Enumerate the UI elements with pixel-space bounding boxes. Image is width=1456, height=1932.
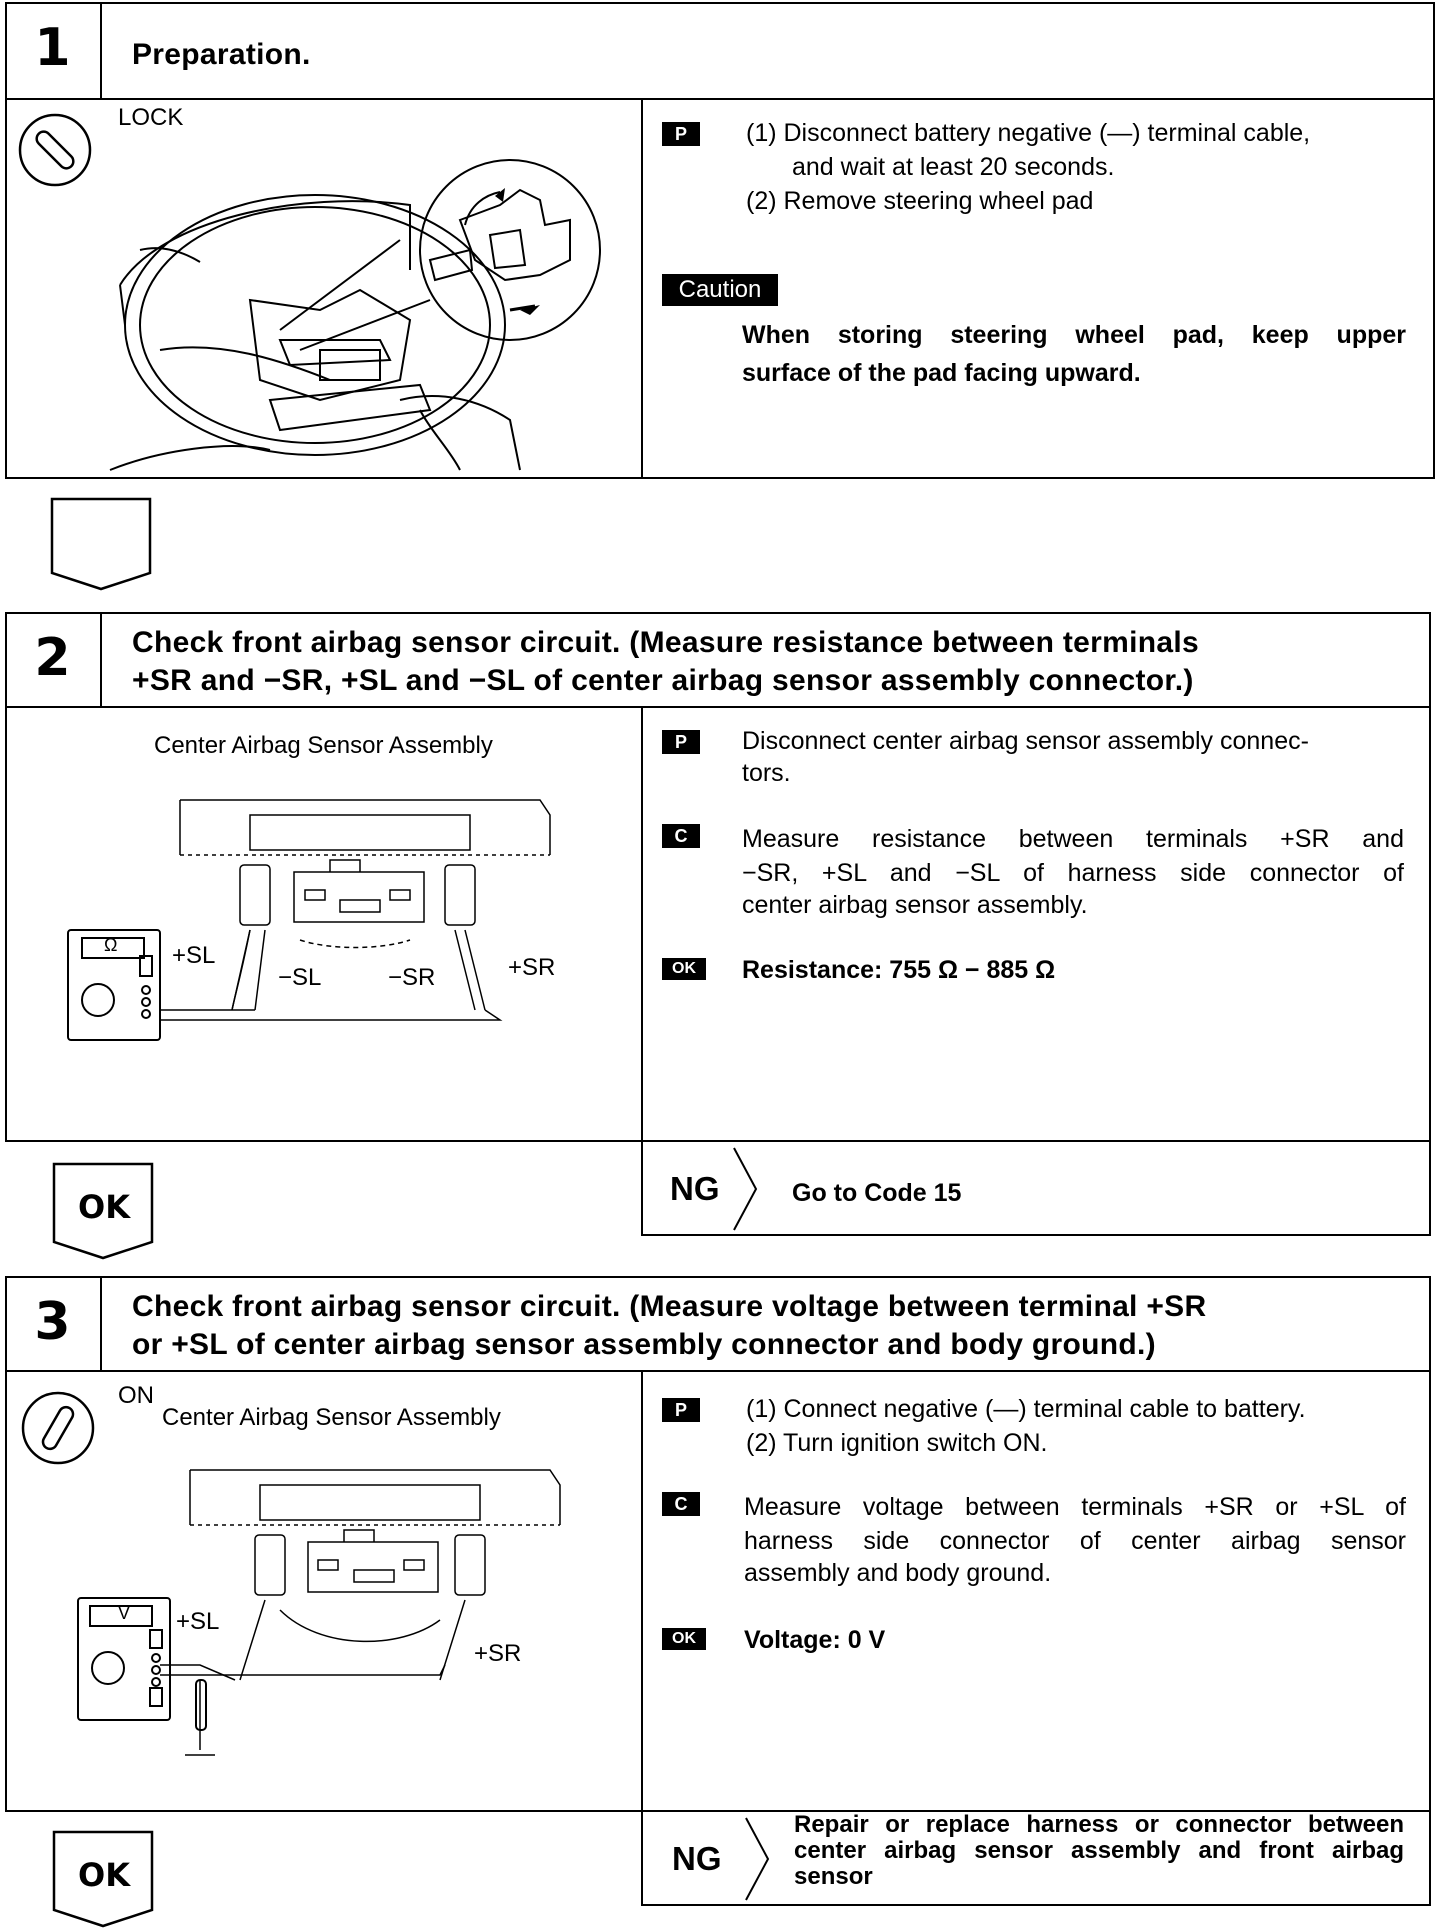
step1-p-tag: P	[662, 122, 700, 146]
step2-c-tag: C	[662, 824, 700, 848]
voltage-measurement-diagram	[77, 1469, 561, 1756]
resistance-measurement-diagram	[67, 799, 551, 1041]
step3-c-line1: Measure voltage between terminals +SR or…	[744, 1493, 1406, 1521]
step2-ok-arrow-box	[52, 1162, 154, 1260]
lock-label: LOCK	[118, 104, 184, 131]
step2-number: 2	[34, 628, 71, 688]
label-minus-sr: −SR	[388, 964, 436, 991]
step3-ng-arrow	[745, 1817, 770, 1901]
step1-p-line1: (1) Disconnect battery negative (—) term…	[746, 119, 1311, 147]
step2-number-divider	[100, 612, 102, 708]
step3-ng-line2: center airbag sensor assembly and front …	[794, 1837, 1404, 1864]
step2-p-line1: Disconnect center airbag sensor assembly…	[742, 727, 1309, 755]
on-label: ON	[118, 1382, 154, 1409]
label-plus-sl: +SL	[172, 942, 216, 969]
step1-body-box	[5, 98, 1435, 479]
step3-ng-line3: sensor	[794, 1863, 873, 1890]
step3-ng-label: NG	[672, 1840, 722, 1877]
step3-title-line2: or +SL of center airbag sensor assembly …	[132, 1328, 1156, 1361]
ignition-on-icon	[21, 1391, 95, 1465]
step3-ok-tag: OK	[662, 1628, 706, 1650]
step2-figure-title: Center Airbag Sensor Assembly	[154, 732, 493, 759]
lock-icon	[18, 113, 92, 187]
step3-ok-arrow-label: OK	[78, 1856, 130, 1894]
step2-ng-label: NG	[670, 1170, 720, 1207]
step2-ng-text: Go to Code 15	[792, 1179, 962, 1207]
step3-figure-title: Center Airbag Sensor Assembly	[162, 1404, 501, 1431]
step1-title: Preparation.	[132, 38, 311, 71]
step2-p-tag: P	[662, 730, 700, 754]
step2-c-line2: −SR, +SL and −SL of harness side connect…	[742, 859, 1404, 887]
step1-p-line2: and wait at least 20 seconds.	[792, 153, 1115, 181]
step3-column-divider	[641, 1370, 643, 1812]
step2-c-line1: Measure resistance between terminals +SR…	[742, 825, 1404, 853]
step3-p-line1: (1) Connect negative (—) terminal cable …	[746, 1395, 1306, 1423]
step1-number: 1	[34, 18, 71, 78]
step1-column-divider	[641, 98, 643, 479]
step2-p-line2: tors.	[742, 759, 791, 787]
label-plus-sr-v: +SR	[474, 1640, 522, 1667]
step2-column-divider	[641, 706, 643, 1142]
step3-c-line3: assembly and body ground.	[744, 1559, 1052, 1587]
step2-title-line2: +SR and −SR, +SL and −SL of center airba…	[132, 664, 1194, 697]
caution-tag: Caution	[662, 274, 778, 306]
caution-line2: surface of the pad facing upward.	[742, 359, 1141, 387]
meter-ohm-symbol: Ω	[104, 935, 118, 955]
step3-p-line2: (2) Turn ignition switch ON.	[746, 1429, 1048, 1457]
step3-number-divider	[100, 1276, 102, 1372]
meter-volt-symbol: V	[118, 1603, 131, 1623]
label-plus-sl-v: +SL	[176, 1608, 220, 1635]
step2-ng-box	[641, 1140, 1431, 1236]
step2-ng-arrow	[733, 1147, 758, 1231]
step3-c-line2: harness side connector of center airbag …	[744, 1527, 1406, 1555]
step3-c-tag: C	[662, 1492, 700, 1516]
label-minus-sl: −SL	[278, 964, 322, 991]
step3-ng-box	[641, 1810, 1431, 1906]
step2-ok-text: Resistance: 755 Ω − 885 Ω	[742, 956, 1056, 984]
step2-title-line1: Check front airbag sensor circuit. (Meas…	[132, 626, 1199, 659]
label-plus-sr: +SR	[508, 954, 556, 981]
caution-line1: When storing steering wheel pad, keep up…	[742, 321, 1406, 349]
step3-p-tag: P	[662, 1398, 700, 1422]
steering-wheel-illustration	[109, 159, 601, 471]
step1-p-line3: (2) Remove steering wheel pad	[746, 187, 1094, 215]
step2-ok-arrow-label: OK	[78, 1188, 130, 1226]
step2-c-line3: center airbag sensor assembly.	[742, 891, 1088, 919]
step3-ng-line1: Repair or replace harness or connector b…	[794, 1811, 1404, 1838]
step3-title-line1: Check front airbag sensor circuit. (Meas…	[132, 1290, 1207, 1323]
step2-ok-tag: OK	[662, 958, 706, 980]
step1-number-divider	[100, 2, 102, 100]
step3-number: 3	[34, 1292, 71, 1352]
step3-ok-text: Voltage: 0 V	[744, 1626, 886, 1654]
step1-arrow-box	[50, 497, 152, 591]
step3-ok-arrow-box	[52, 1830, 154, 1928]
